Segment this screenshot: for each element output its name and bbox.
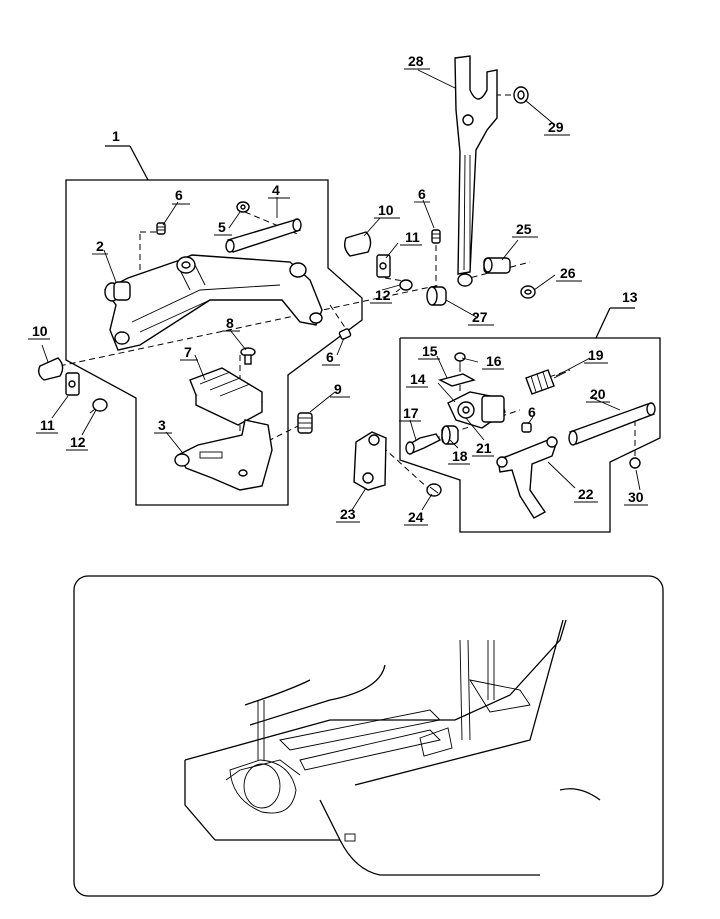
part-29-nut (513, 86, 529, 104)
callout-18: 18 (452, 448, 468, 464)
part-17-pin (405, 433, 442, 455)
callout-6-c: 6 (326, 349, 334, 365)
callout-13: 13 (622, 289, 638, 305)
part-11-plate-b (65, 372, 80, 396)
group-1-frame (65, 145, 363, 506)
callout-11-a: 11 (405, 229, 420, 245)
part-6-screw-a (156, 222, 166, 235)
callout-28: 28 (408, 53, 424, 69)
callout-7: 7 (184, 344, 192, 360)
callout-23: 23 (340, 506, 356, 522)
assembled-view-inset (73, 575, 664, 897)
part-30-nut (629, 457, 641, 469)
part-6-screw-d (521, 422, 532, 433)
part-20-shaft (568, 402, 656, 446)
part-2-frame-arm (103, 254, 323, 351)
part-24-screw (426, 483, 442, 497)
callout-6-a: 6 (175, 187, 183, 203)
callout-19: 19 (588, 347, 604, 363)
part-19-spring (525, 369, 567, 395)
callout-27: 27 (472, 309, 488, 325)
part-3-base (174, 419, 273, 491)
part-18-collar (441, 425, 459, 445)
callout-1: 1 (112, 128, 120, 144)
part-12-screw-a (395, 279, 413, 293)
callout-underlines (28, 68, 648, 526)
callout-15: 15 (422, 343, 438, 359)
callout-10-a: 10 (378, 202, 394, 218)
part-11-plate-a (376, 254, 391, 278)
part-14-block (447, 391, 506, 429)
callout-20: 20 (590, 386, 606, 402)
callout-6-b: 6 (418, 186, 426, 202)
callout-16: 16 (486, 353, 502, 369)
part-8-screw (240, 347, 256, 365)
callout-17: 17 (403, 405, 419, 421)
part-16-screw (454, 352, 466, 372)
callout-14: 14 (410, 371, 426, 387)
part-25-pin (483, 257, 511, 274)
part-4-rod (225, 218, 302, 253)
part-27-collar (426, 286, 447, 306)
part-5-ring (236, 201, 250, 213)
callout-12-b: 12 (70, 434, 86, 450)
leader-lines (41, 69, 641, 511)
callout-25: 25 (516, 221, 532, 237)
callout-9: 9 (334, 381, 342, 397)
callout-22: 22 (578, 486, 594, 502)
part-28-lever (454, 55, 498, 287)
part-9-spring (297, 412, 313, 434)
callout-8: 8 (226, 315, 234, 331)
callout-11-b: 11 (40, 417, 55, 433)
callout-labels: 1 2 3 4 5 6 6 6 6 7 8 9 10 10 11 11 12 1… (32, 53, 644, 525)
callout-29: 29 (548, 119, 564, 135)
part-10-cap-a (343, 231, 372, 257)
part-23-link (353, 431, 387, 491)
callout-12-a: 12 (375, 287, 391, 303)
group-13-frame (399, 307, 661, 533)
callout-6-d: 6 (528, 404, 536, 420)
part-6-screw-b (431, 229, 441, 244)
callout-24: 24 (408, 509, 424, 525)
part-7-block (189, 367, 263, 426)
callout-4: 4 (272, 182, 280, 198)
part-12-screw-b (89, 398, 108, 414)
callout-5: 5 (218, 219, 226, 235)
part-6-screw-c (338, 328, 352, 340)
callout-26: 26 (560, 265, 576, 281)
callout-2: 2 (96, 238, 104, 254)
callout-21: 21 (476, 440, 492, 456)
callout-10-b: 10 (32, 323, 48, 339)
part-26-ring (520, 285, 536, 299)
callout-30: 30 (628, 489, 644, 505)
callout-3: 3 (158, 417, 166, 433)
part-22-bracket (496, 436, 558, 519)
part-15-plate (438, 373, 476, 387)
part-10-cap-b (37, 357, 64, 381)
